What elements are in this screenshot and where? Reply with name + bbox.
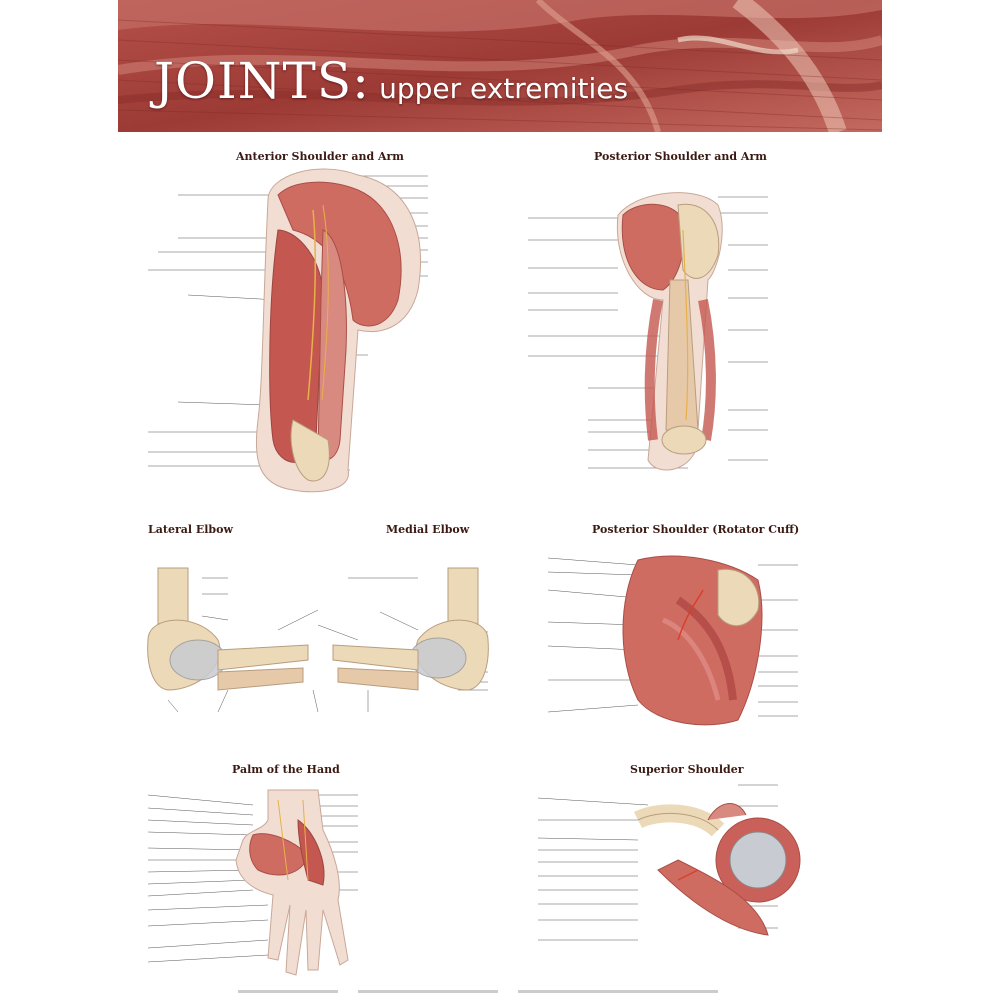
title-superior-shoulder: Superior Shoulder (630, 763, 744, 776)
title-lateral-elbow: Lateral Elbow (148, 523, 233, 536)
title-main: JOINTS: (154, 52, 370, 110)
hand-illustration (235, 789, 349, 976)
banner-muscle-art (118, 0, 882, 132)
posterior-arm-illustration (616, 192, 723, 471)
title-rotator-cuff: Posterior Shoulder (Rotator Cuff) (592, 523, 800, 536)
title-subtitle: upper extremities (379, 72, 629, 105)
poster-title: JOINTS: upper extremities (154, 52, 628, 110)
title-posterior-shoulder-arm: Posterior Shoulder and Arm (594, 150, 767, 163)
poster-footer (238, 990, 718, 993)
title-anterior-shoulder-arm: Anterior Shoulder and Arm (236, 150, 404, 163)
anatomy-illustrations (147, 168, 801, 976)
anatomy-poster: JOINTS: upper extremities Anterior Shoul… (118, 0, 882, 1000)
anterior-arm-illustration (255, 168, 421, 493)
title-palm-hand: Palm of the Hand (232, 763, 340, 776)
superior-shoulder-illustration (633, 803, 801, 936)
elbow-illustrations (147, 567, 489, 691)
title-medial-elbow: Medial Elbow (386, 523, 470, 536)
leader-lines (147, 175, 798, 963)
header-banner: JOINTS: upper extremities (118, 0, 882, 132)
rotator-cuff-illustration (622, 555, 763, 726)
